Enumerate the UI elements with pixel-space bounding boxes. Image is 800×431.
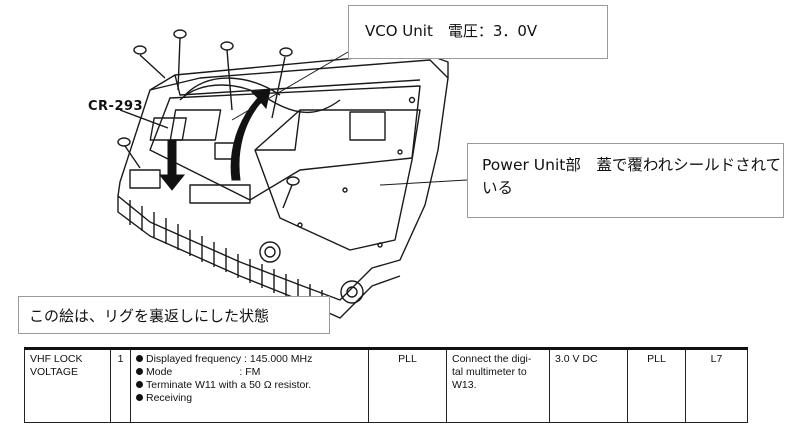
adjust-unit-cell: PLL xyxy=(627,348,686,423)
conditions-cell: Displayed frequency : 145.000 MHz Mode :… xyxy=(130,348,369,423)
step-cell: 1 xyxy=(110,348,131,423)
bullet-icon xyxy=(136,368,143,375)
table-row: VHF LOCK VOLTAGE 1 Displayed frequency :… xyxy=(24,348,748,423)
measurement-cell: Connect the digi- tal multimeter to W13. xyxy=(446,348,550,423)
bullet-icon xyxy=(136,381,143,388)
arrow-down-icon xyxy=(158,139,186,191)
screw-icon xyxy=(279,47,293,57)
power-unit-callout: Power Unit部 蓋で覆われシールドされている xyxy=(467,143,784,218)
vco-callout-text: VCO Unit 電圧：3．0V xyxy=(365,22,538,40)
connector-antenna-1 xyxy=(259,241,281,263)
screws xyxy=(117,29,300,186)
orientation-callout-text: この絵は、リグを裏返しにした状態 xyxy=(29,307,270,325)
screw-icon xyxy=(133,45,147,55)
adjustment-table: VHF LOCK VOLTAGE 1 Displayed frequency :… xyxy=(24,347,748,423)
vco-unit-box xyxy=(169,109,222,141)
chassis-outline xyxy=(117,59,449,301)
arrow-up-curved-icon xyxy=(230,89,271,181)
power-callout-text: Power Unit部 蓋で覆われシールドされている xyxy=(482,156,782,197)
screw-icon xyxy=(173,29,187,39)
vco-unit-callout: VCO Unit 電圧：3．0V xyxy=(348,5,608,59)
power-unit-cover xyxy=(254,109,421,251)
value-cell: 3.0 V DC xyxy=(549,348,628,423)
bullet-icon xyxy=(136,355,143,362)
bullet-icon xyxy=(136,394,143,401)
cr293-label: CR-293 xyxy=(88,99,144,114)
connector-antenna-2 xyxy=(340,280,364,304)
adjust-part-cell: L7 xyxy=(685,348,748,423)
item-cell: VHF LOCK VOLTAGE xyxy=(24,348,111,423)
unit-cell: PLL xyxy=(368,348,447,423)
screw-icon xyxy=(220,41,234,51)
cr293-box xyxy=(149,117,187,141)
screw-icon xyxy=(117,137,131,147)
screw-icon xyxy=(286,176,300,186)
orientation-callout: この絵は、リグを裏返しにした状態 xyxy=(18,296,330,334)
removal-arrows xyxy=(158,89,271,191)
